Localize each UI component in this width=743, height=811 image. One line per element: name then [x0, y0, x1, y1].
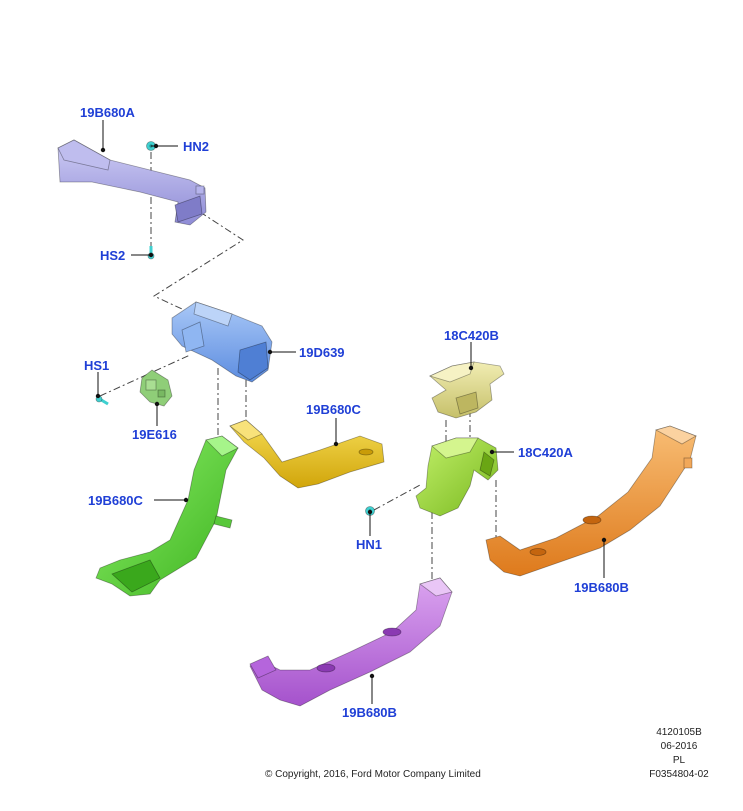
callout-18c420b: 18C420B: [444, 328, 499, 343]
reference-number: 4120105B: [656, 727, 702, 738]
callout-19b680b-right: 19B680B: [574, 580, 629, 595]
copyright-text: © Copyright, 2016, Ford Motor Company Li…: [265, 769, 481, 780]
callout-hn1: HN1: [356, 537, 382, 552]
callout-19b680a: 19B680A: [80, 105, 136, 120]
part-19b680a: [57, 139, 207, 226]
callout-hn2: HN2: [183, 139, 209, 154]
callout-hs2: HS2: [100, 248, 125, 263]
assembly-lines: [99, 152, 497, 580]
figure-id: F0354804-02: [649, 769, 709, 780]
date-code: 06-2016: [660, 741, 698, 752]
callout-19d639: 19D639: [299, 345, 345, 360]
callout-19b680c-left: 19B680C: [88, 493, 144, 508]
part-19b680b-orange: [485, 425, 697, 577]
callout-19b680c-right: 19B680C: [306, 402, 362, 417]
callout-19b680b-bottom: 19B680B: [342, 705, 397, 720]
part-19b680c-green: [95, 435, 239, 597]
part-19d639: [171, 301, 273, 383]
part-18c420b: [428, 361, 505, 419]
callout-hs1: HS1: [84, 358, 109, 373]
leader-lines: [95, 120, 607, 704]
part-19e616: [139, 369, 173, 407]
part-18c420a: [415, 437, 499, 517]
language-code: PL: [672, 755, 686, 766]
part-19b680b-purple: [249, 577, 453, 707]
part-19b680c-yellow: [229, 419, 385, 489]
callout-19e616: 19E616: [132, 427, 177, 442]
callout-18c420a: 18C420A: [518, 445, 574, 460]
